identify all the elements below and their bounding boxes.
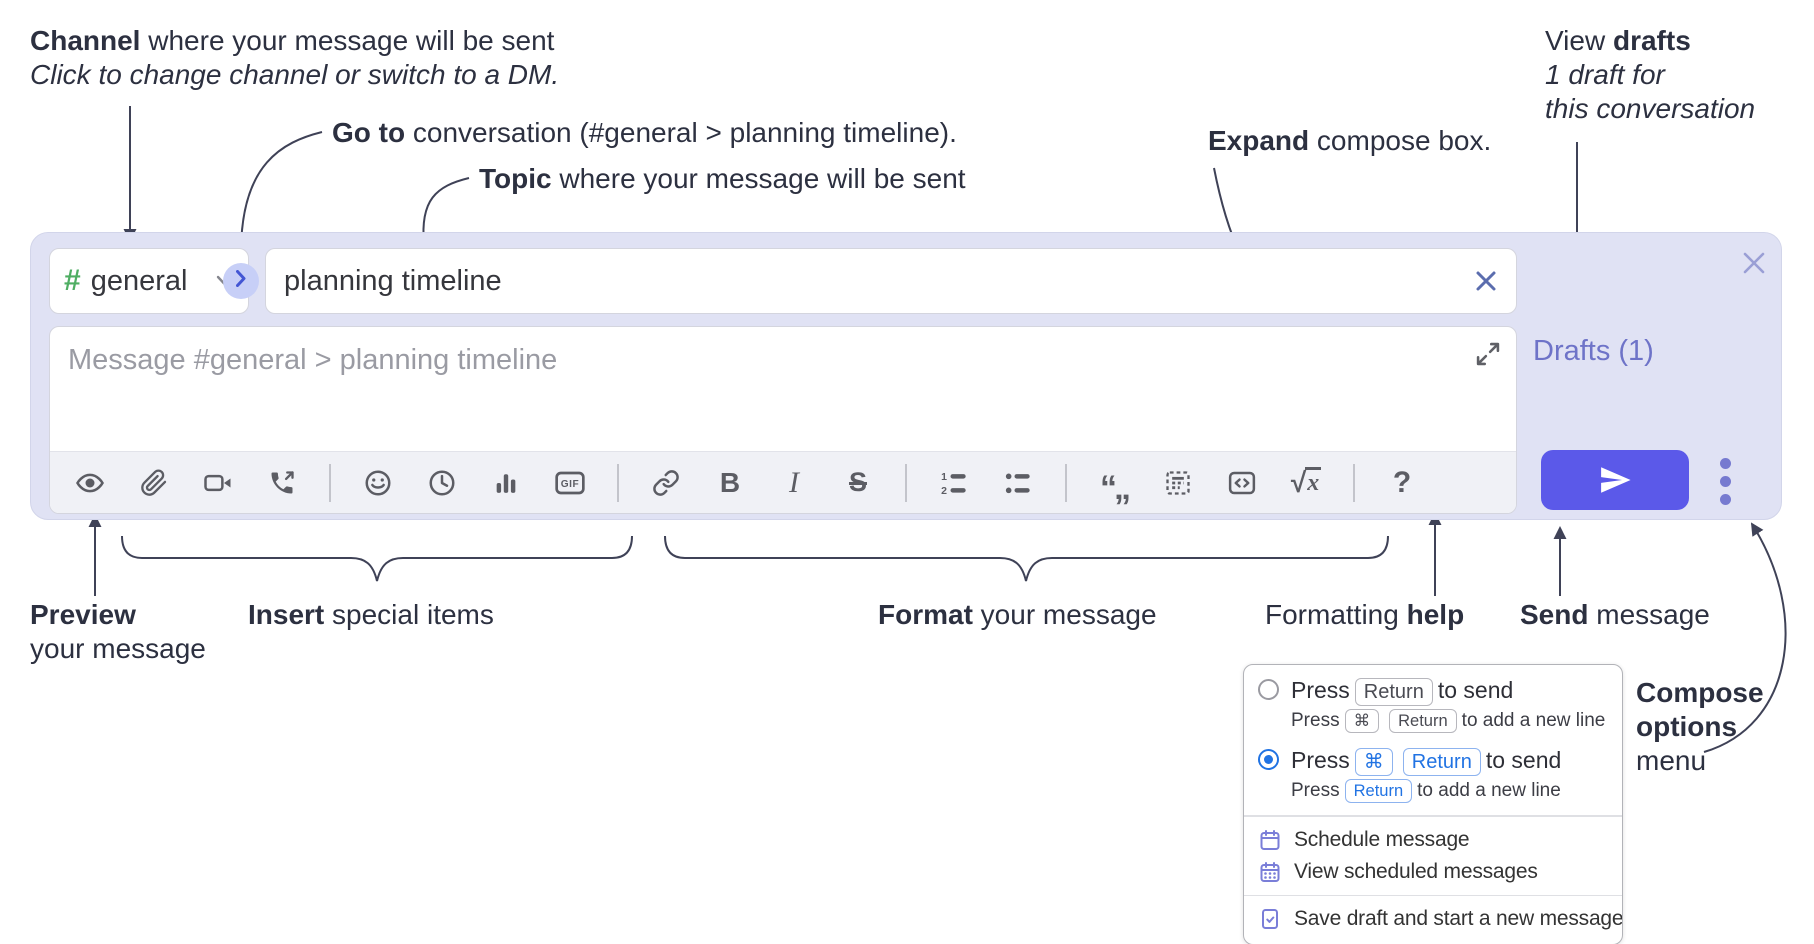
toolbar-divider (1353, 463, 1355, 502)
calendar-icon (1258, 828, 1282, 852)
bulleted-list-icon[interactable] (986, 460, 1050, 506)
topic-value: planning timeline (284, 264, 502, 297)
emoji-icon[interactable] (346, 460, 410, 506)
radio-selected-icon[interactable] (1258, 749, 1279, 771)
message-compose-area[interactable]: Message #general > planning timeline (49, 326, 1517, 514)
svg-text:2: 2 (941, 485, 947, 497)
annotation-insert: Insert special items (248, 599, 494, 630)
compose-options-button[interactable] (1707, 453, 1743, 509)
expand-compose-icon[interactable] (1474, 340, 1502, 368)
strikethrough-icon[interactable]: S (848, 467, 867, 497)
quote-icon[interactable]: “„ (1100, 468, 1131, 507)
toolbar-divider (1065, 463, 1067, 502)
annotation-goto: Go to conversation (#general > planning … (332, 117, 957, 148)
menu-item-save-draft[interactable]: Save draft and start a new message (1258, 903, 1622, 935)
menu-item-schedule-message[interactable]: Schedule message (1258, 824, 1608, 856)
go-to-conversation-button[interactable] (223, 263, 259, 299)
annotation-compose-options: Compose options menu (1636, 677, 1764, 776)
key-cmd: ⌘ (1344, 709, 1380, 733)
schedule-section: Schedule message View scheduled messages (1244, 817, 1622, 895)
close-icon (1476, 271, 1496, 291)
channel-selector[interactable]: # general (49, 248, 249, 314)
channel-name: general (90, 264, 188, 297)
math-icon[interactable]: √x (1290, 466, 1322, 498)
key-cmd: ⌘ (1354, 748, 1393, 777)
close-icon (1743, 252, 1765, 274)
draft-section: Save draft and start a new message (1244, 896, 1622, 944)
attach-paperclip-icon[interactable] (122, 460, 186, 506)
clear-topic-button[interactable] (1474, 269, 1498, 293)
annotation-channel: Channel where your message will be sent … (30, 25, 560, 90)
calendar-grid-icon (1258, 860, 1282, 884)
send-icon (1601, 467, 1631, 493)
time-clock-icon[interactable] (410, 460, 474, 506)
key-return: Return (1389, 709, 1457, 733)
annotation-preview: Preview your message (30, 599, 206, 664)
message-placeholder: Message #general > planning timeline (68, 344, 558, 376)
annotation-send: Send message (1520, 599, 1710, 630)
svg-text:1: 1 (941, 471, 947, 483)
code-icon[interactable] (1210, 460, 1274, 506)
key-return: Return (1402, 748, 1481, 777)
drafts-link[interactable]: Drafts (1) (1533, 335, 1654, 367)
toolbar-divider (617, 463, 619, 502)
menu-divider (1244, 894, 1622, 897)
annotation-format: Format your message (878, 599, 1157, 630)
menu-divider (1244, 815, 1622, 817)
poll-bar-chart-icon[interactable] (474, 460, 538, 506)
toolbar-divider (905, 463, 907, 502)
spoiler-icon[interactable] (1146, 460, 1210, 506)
video-call-icon[interactable] (186, 460, 250, 506)
channel-hash-icon: # (64, 264, 81, 297)
toolbar-divider (329, 463, 331, 502)
menu-item-view-scheduled[interactable]: View scheduled messages (1258, 856, 1608, 888)
preview-eye-icon[interactable] (58, 460, 122, 506)
key-return: Return (1344, 779, 1413, 803)
annotation-formatting-help: Formatting help (1265, 599, 1465, 630)
radio-unselected-icon[interactable] (1258, 679, 1279, 700)
key-return: Return (1354, 678, 1433, 707)
link-icon[interactable] (634, 460, 698, 506)
bold-icon[interactable]: B (719, 466, 741, 498)
compose-box-panel: # general planning timeline Message #gen… (30, 232, 1782, 520)
send-button[interactable] (1541, 450, 1689, 510)
document-check-icon (1258, 907, 1282, 931)
close-compose-button[interactable] (1737, 246, 1771, 280)
annotation-topic: Topic where your message will be sent (479, 163, 966, 194)
brace-insert-group (121, 535, 633, 582)
brace-format-group (664, 535, 1389, 582)
svg-text:GIF: GIF (561, 479, 579, 490)
help-icon[interactable]: ? (1392, 465, 1412, 499)
annotation-expand: Expand compose box. (1208, 125, 1492, 156)
italic-icon[interactable]: I (789, 465, 799, 499)
chevron-right-icon (236, 270, 246, 292)
audio-call-icon[interactable] (250, 460, 314, 506)
gif-icon[interactable]: GIF (538, 460, 602, 506)
topic-input[interactable]: planning timeline (265, 248, 1517, 314)
annotation-view-drafts: View drafts 1 draft for this conversatio… (1545, 25, 1756, 124)
